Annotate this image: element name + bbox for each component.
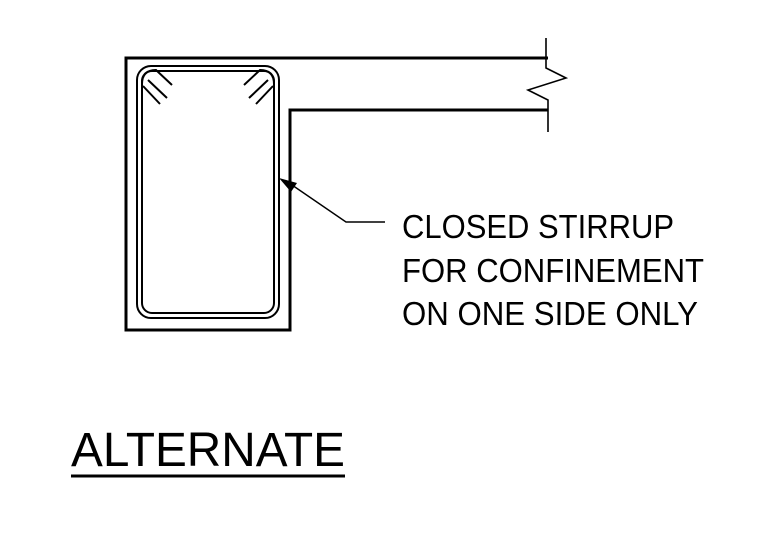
callout-line-1: CLOSED STIRRUP — [402, 208, 674, 245]
stirrup-hook-left — [141, 68, 173, 86]
stirrup-hook-right-tail — [248, 79, 274, 105]
closed-stirrup-outer — [136, 65, 280, 319]
stirrup-hook-right — [243, 68, 275, 86]
closed-stirrup-inner — [141, 70, 275, 314]
stirrup-hook-left-tail — [142, 79, 168, 105]
detail-title: ALTERNATE — [71, 424, 345, 477]
leader-arrowhead — [279, 178, 297, 192]
break-line — [525, 38, 569, 132]
callout-line-2: FOR CONFINEMENT — [402, 252, 704, 289]
callout-line-3: ON ONE SIDE ONLY — [402, 295, 698, 332]
section-outline — [124, 56, 548, 332]
leader-line — [291, 184, 385, 223]
